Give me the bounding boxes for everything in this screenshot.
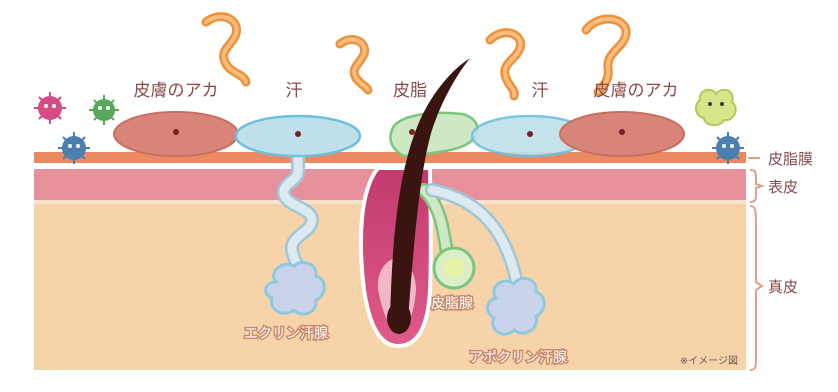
label-sebum: 皮脂 [393,81,427,101]
label-sweat-right: 汗 [532,81,549,101]
label-sweat-left: 汗 [286,81,303,101]
label-eccrine-gland: エクリン汗腺 [244,326,328,342]
label-skin-grime-left: 皮膚のアカ [134,81,219,101]
label-epidermis: 表皮 [768,178,798,196]
label-skin-grime-right: 皮膚のアカ [594,81,679,101]
label-sebum-film: 皮脂膜 [768,150,813,168]
label-sebaceous-gland: 皮脂腺 [431,296,473,312]
note-illustration: ※イメージ図 [680,355,738,367]
label-apocrine-gland: アポクリン汗腺 [469,350,567,366]
eccrine-gland [266,262,325,314]
apocrine-gland [487,278,544,334]
label-dermis: 真皮 [768,278,798,296]
